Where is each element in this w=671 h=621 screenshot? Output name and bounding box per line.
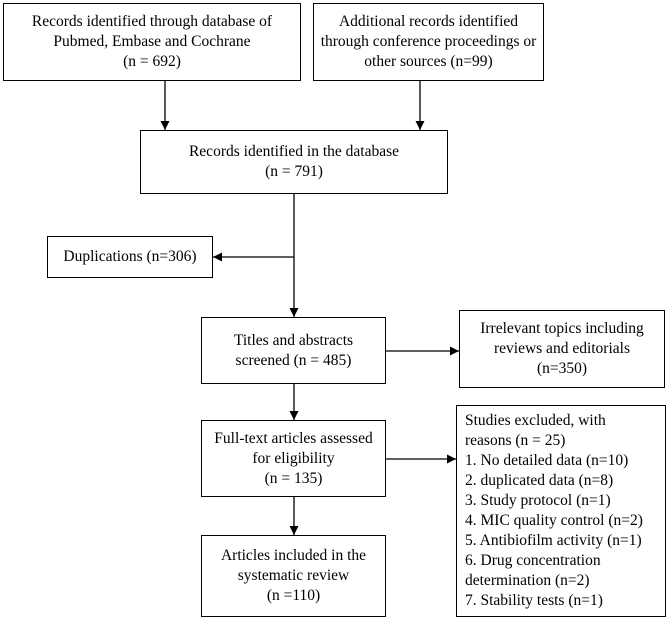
box-line: Records identified in the database (188, 143, 400, 160)
box-line: determination (n=2) (465, 572, 590, 589)
box-included-in-review: Articles included in the systematic revi… (201, 535, 386, 617)
box-line: Titles and abstracts (233, 331, 354, 349)
box-line: Studies excluded, with (465, 412, 606, 429)
box-line: for eligibility (252, 449, 335, 467)
box-line: Articles included in the (220, 547, 367, 564)
box-line: (n = 791) (265, 163, 323, 180)
box-full-text-assessed: Full-text articles assessed for eligibil… (201, 420, 386, 497)
box-line: 3. Study protocol (n=1) (465, 492, 611, 509)
box-line: through conference proceedings or (320, 33, 537, 50)
box-line: Records identified through database of (31, 13, 273, 30)
box-line: 1. No detailed data (n=10) (465, 452, 629, 469)
box-line: (n = 692) (123, 53, 181, 70)
box-irrelevant-topics: Irrelevant topics including reviews and … (459, 310, 665, 388)
box-line: 6. Drug concentration (465, 552, 601, 569)
box-studies-excluded: Studies excluded, with reasons (n = 25) … (456, 405, 666, 617)
box-line: Full-text articles assessed (214, 429, 373, 447)
box-line: Additional records identified (338, 13, 519, 30)
box-screened: Titles and abstracts screened (n = 485) (201, 317, 386, 384)
box-line: 5. Antibiofilm activity (n=1) (465, 532, 642, 549)
box-line: reviews and editorials (493, 340, 630, 357)
box-additional-records: Additional records identified through co… (313, 3, 544, 81)
box-line: systematic review (237, 567, 350, 584)
box-line: other sources (n=99) (364, 53, 493, 70)
box-line: 2. duplicated data (n=8) (465, 472, 614, 489)
box-line: Irrelevant topics including (480, 320, 644, 337)
box-database-records: Records identified through database of P… (3, 3, 301, 81)
box-duplications: Duplications (n=306) (47, 236, 213, 278)
box-line: 4. MIC quality control (n=2) (465, 512, 643, 529)
box-line: Duplications (n=306) (63, 248, 197, 265)
box-records-in-database: Records identified in the database (n = … (140, 130, 448, 194)
box-line: (n =110) (266, 587, 321, 604)
box-line: Pubmed, Embase and Cochrane (53, 33, 251, 50)
box-line: reasons (n = 25) (465, 432, 566, 449)
box-line: 7. Stability tests (n=1) (465, 592, 603, 609)
box-line: screened (n = 485) (235, 351, 352, 369)
box-line: (n=350) (536, 360, 588, 377)
box-line: (n = 135) (264, 469, 323, 487)
